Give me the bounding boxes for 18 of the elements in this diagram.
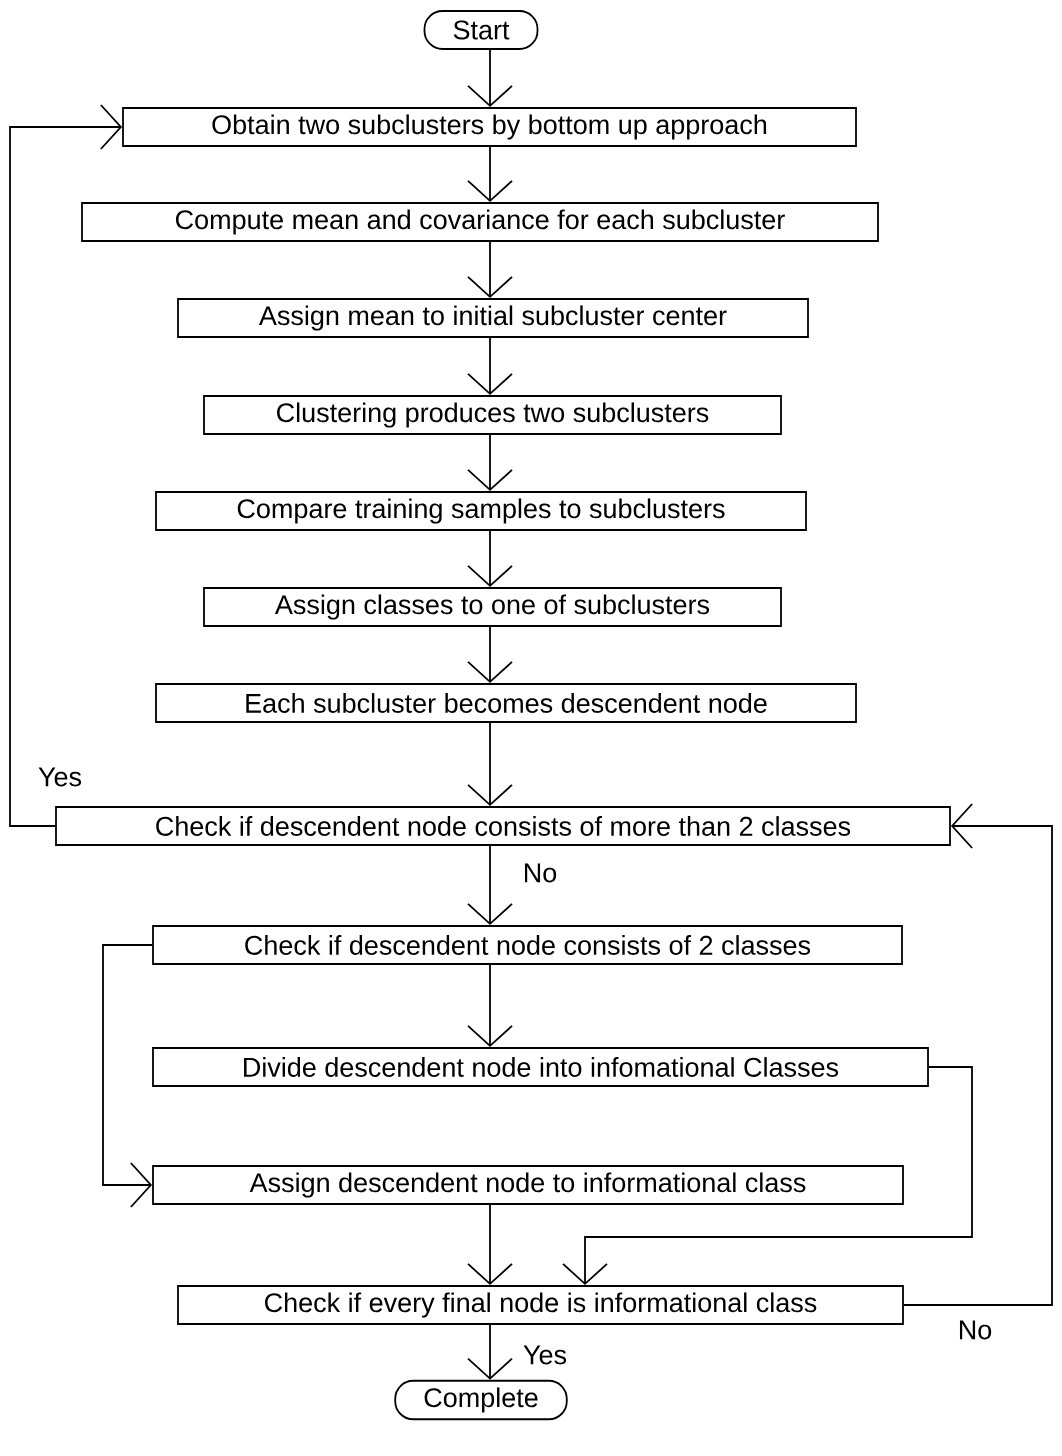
- arrow: [903, 803, 1053, 1306]
- process-box: Compute mean and covariance for each subcluster: [81, 202, 879, 242]
- process-box: Compare training samples to subclusters: [155, 491, 807, 531]
- arrow: [102, 944, 153, 1208]
- arrow: [9, 104, 123, 827]
- process-box: Obtain two subclusters by bottom up approach: [122, 107, 857, 147]
- process-box: Check if every final node is informational class: [177, 1285, 904, 1325]
- process-box: Assign mean to initial subcluster center: [177, 298, 809, 338]
- process-box: Check if descendent node consists of more than 2 classes: [55, 806, 951, 846]
- process-box: Divide descendent node into infomational Classes: [152, 1047, 929, 1087]
- process-box: Assign classes to one of subclusters: [203, 587, 782, 627]
- terminal-box: Complete: [394, 1379, 568, 1421]
- arrow: [562, 1066, 973, 1286]
- process-box: Assign descendent node to informational class: [152, 1165, 904, 1205]
- process-box: Clustering produces two subclusters: [203, 395, 782, 435]
- terminal-box: Start: [423, 10, 539, 50]
- process-box: Each subcluster becomes descendent node: [155, 683, 857, 723]
- process-box: Check if descendent node consists of 2 classes: [152, 925, 903, 965]
